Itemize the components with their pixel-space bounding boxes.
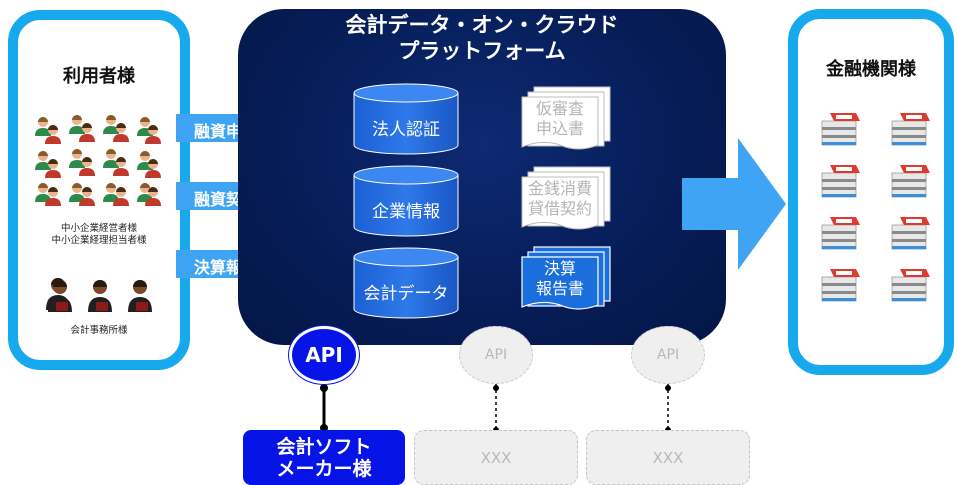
platform-title-line2: プラットフォーム	[398, 39, 566, 63]
accounting-software-vendor-box: 会計ソフト メーカー様	[243, 430, 405, 485]
platform-to-banks-arrow	[682, 138, 786, 270]
document-icon-financial-report	[521, 246, 611, 310]
group2-label: 会計事務所様	[70, 325, 128, 336]
users-panel-title: 利用者様	[63, 66, 135, 87]
banks-panel: 金融機関様	[788, 9, 954, 375]
cloud-platform: 会計データ・オン・クラウド プラットフォーム 法人認証 企業情報 会計データ	[238, 9, 726, 345]
banks-panel-title: 金融機関様	[826, 59, 916, 80]
database-label-corporate-auth: 法人認証	[372, 120, 440, 140]
doc-label-contract-line2: 貸借契約	[527, 199, 592, 218]
database-cylinders	[353, 83, 459, 319]
api-badge-inactive-2: API	[631, 326, 705, 384]
document-icon-preliminary-application	[521, 86, 611, 150]
database-icon-company-info	[353, 165, 459, 237]
document-icon-loan-contract	[521, 166, 611, 230]
platform-title-line1: 会計データ・オン・クラウド	[345, 13, 619, 37]
doc-label-report-line1: 決算	[543, 259, 576, 278]
database-icon-corporate-auth	[353, 83, 459, 155]
doc-label-report-line2: 報告書	[535, 279, 584, 298]
group1-line1: 中小企業経営者様	[60, 223, 137, 234]
doc-label-preliminary-line1: 仮審査	[535, 99, 584, 118]
placeholder-box-1: XXX	[414, 430, 578, 485]
accountant-icon	[46, 278, 152, 312]
database-icon-accounting-data	[353, 247, 459, 319]
group1-line2: 中小企業経理担当者様	[51, 235, 147, 246]
vendor-line1: 会計ソフト	[276, 435, 372, 458]
api-badge-active: API	[289, 326, 359, 384]
document-stacks	[521, 86, 611, 310]
users-panel: 利用者様 中小企業経営者様 中小企業経理担当者様	[8, 10, 190, 370]
database-label-accounting-data: 会計データ	[363, 284, 449, 304]
vendor-line2: メーカー様	[276, 457, 372, 480]
doc-label-contract-line1: 金銭消費	[527, 179, 592, 198]
api-badge-inactive-1: API	[459, 326, 533, 384]
placeholder-box-2: XXX	[586, 430, 750, 485]
doc-label-preliminary-line2: 申込書	[535, 119, 584, 138]
database-label-company-info: 企業情報	[372, 202, 440, 222]
